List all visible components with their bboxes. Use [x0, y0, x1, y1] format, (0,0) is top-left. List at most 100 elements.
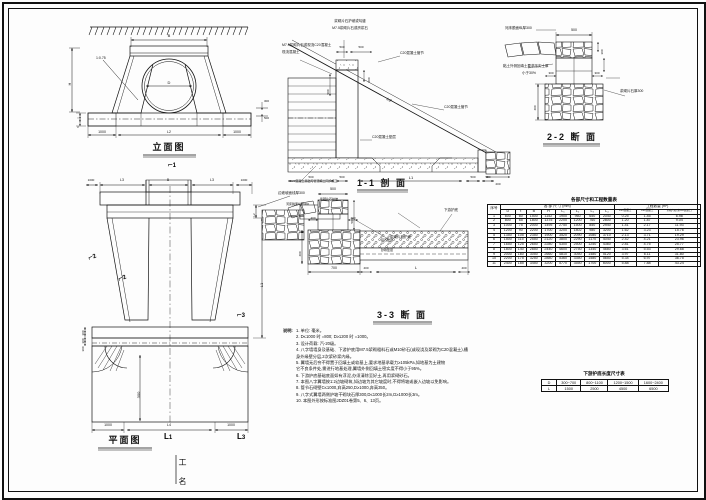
elevation-dim-h-small: h — [76, 126, 80, 128]
len-cell: 6500 — [637, 385, 670, 393]
plan-dim-1000-topleft: 1000 — [87, 178, 95, 182]
plan-dim-bottom-1000l: 1000 — [104, 423, 112, 427]
len-cell: 2500 — [580, 385, 609, 393]
note-item-1: 1. 单位: 毫米。 — [296, 328, 324, 333]
qty-col-index: 序号 — [487, 204, 501, 215]
sec33-dim-500: 500 — [330, 187, 336, 191]
plan-dim-l3-left: L3 — [120, 178, 124, 182]
plan-dim-300a: 300 — [81, 330, 85, 336]
sec11-note-1: 浆砌片石护坡或勾缝 — [334, 19, 366, 23]
sec11-note-3: C20混凝土管节 — [400, 51, 424, 55]
elevation-view-title: 立面图 — [152, 142, 186, 152]
notes-heading: 说明: — [283, 328, 293, 333]
qty-cell: 3200 — [540, 261, 557, 267]
sec11-dim-l1: L1 — [408, 175, 414, 180]
sec33-note-2: 下游护底 — [444, 208, 458, 212]
qty-cell: 7.88 — [635, 261, 659, 267]
elevation-dim-h: H — [67, 82, 72, 86]
elevation-dim-right-1000: 1000 — [233, 130, 241, 134]
qty-cell: 2400 — [500, 261, 516, 267]
notes-block: 说明: 1. 单位: 毫米。 2. D≤1000 时 =800; D≥1200 … — [283, 328, 482, 405]
elevation-dim-t: t — [76, 117, 80, 119]
sec11-dim-v1: 500 — [326, 89, 330, 95]
note-item-7: 7. 本图八字翼墙按1:2边坡砌筑,如边坡为其它坡度时,不得将坡或嵌入边坡以免影… — [296, 379, 452, 384]
plan-dim-l3-right: L3 — [210, 178, 214, 182]
sec33-dim-400c: 400 — [298, 251, 302, 257]
title-block-text: 工 名 — [178, 458, 187, 486]
sec11-dim-200: 200 — [495, 182, 501, 186]
elevation-dim-l2: L2 — [167, 130, 171, 134]
sec11-note-6: C20混凝土垫层 — [372, 135, 396, 139]
plan-dim-l-apron: 300 — [136, 391, 141, 399]
note-item-10: 10. 本图外形按标准图JDZ01卷第5、6、13页。 — [296, 398, 384, 404]
plan-dim-300b: 300 — [81, 338, 85, 344]
sec33-title: 3-3 断 面 — [376, 310, 428, 320]
sec11-note-4: C20混凝土管节 — [444, 105, 468, 109]
qty-cell: 6000 — [599, 261, 615, 267]
sec22-dim-300c: 300 — [600, 49, 604, 55]
sec11-note-5: M7.5浆砌片石或现浇C20混凝土 — [282, 43, 332, 47]
qty-cell: 43.24 — [657, 261, 702, 267]
sec22-note-1: 河床脱面纵厚300 — [505, 26, 532, 30]
elevation-dim-300: 300 — [264, 99, 270, 103]
section-mark-3a: ⌐3 — [237, 310, 246, 319]
plan-dim-b: B — [166, 178, 170, 182]
elevation-dim-d: D — [167, 80, 171, 85]
plan-dim-l1: L1 — [259, 282, 264, 288]
sec11-note-7: C20混凝土基础与管顶填土同步施工 — [290, 179, 338, 183]
plan-dim-300c: 300 — [81, 346, 85, 352]
elevation-dim-500: 500 — [264, 116, 270, 120]
sec22-dim-500: 500 — [571, 28, 577, 32]
qty-cell-index: 11 — [487, 261, 501, 267]
elevation-dim-left-1000: 1000 — [98, 130, 106, 134]
qty-cell: 3450 — [525, 261, 542, 267]
elevation-slope-label: 1:0.75 — [96, 56, 106, 60]
sec11-dim-v2: 500 — [367, 77, 371, 83]
sec33-dim-l: L — [414, 265, 418, 270]
sec11-dim-500f: 500 — [485, 175, 491, 179]
sec33-note-3: 碎石垫层 — [381, 238, 394, 242]
sec22-dim-300b: 300 — [594, 71, 600, 75]
qty-cell: 5770 — [555, 261, 571, 267]
sec22-dim-400: 400 — [533, 105, 537, 111]
qty-cell: 5.88 — [613, 261, 637, 267]
note-item-6: 6. 下游护底基础底面如有浮泥,办须清除至好土,再用浆砌砂石。 — [296, 372, 412, 378]
sec11-dim-500a: 500 — [339, 45, 345, 49]
sec33-dim-s2: 400 — [350, 216, 356, 220]
note-item-5: 5. 翼墙无后夯不得置于回填土或软基上,要求地基承载力≥105kPa,如地基为土… — [296, 359, 446, 365]
section-mark-1-plan: L1 — [164, 432, 173, 441]
qty-table-title: 各部尺寸和工程数量表 — [571, 197, 617, 202]
sec11-dim-500c: 500 — [308, 175, 314, 179]
sec11-dim-500b: 500 — [358, 45, 364, 49]
qty-cell: 185 — [514, 261, 527, 267]
sec11-dim-500d: 500 — [339, 175, 345, 179]
elevation-dim-b: B — [167, 33, 171, 38]
sec11-dim-500e: 500 — [470, 175, 476, 179]
sec11-note-2: M7.5浆砌片石或挤浆石 — [332, 26, 368, 30]
qty-cell: 1700 — [584, 261, 601, 267]
note-item-8: 8. 管节石砌壁C≤1000,弃高250,D≥1000,弃高350。 — [296, 385, 390, 391]
sec22-title: 2-2 断 面 — [546, 132, 598, 142]
plan-dim-l2: L2 — [252, 213, 256, 217]
sec33-dim-700: 700 — [331, 266, 337, 270]
sec22-note-2: 黏土外侧回填土要求压实土厚 — [503, 64, 549, 68]
plan-detail-note: 浆砌片石护坡 — [320, 197, 339, 201]
note-item-4: 4. 八字墙墙身及基础、下游护底用M7.5浆砌粗料石或M10砂石(或现浇及浆砌为… — [296, 347, 468, 353]
sec33-dim-s1: 400 — [310, 216, 316, 220]
note-item-5b: 它不良条件处,需进行地基处理,翼墙外侧回填土密实度不得小于95%。 — [296, 366, 424, 372]
plan-dim-bottom-1000r: 1000 — [227, 423, 235, 427]
sec33-note-bed: 河床脱面纵厚300 — [286, 202, 310, 206]
sec33-dim-400b: 400 — [461, 266, 467, 270]
sec22-note-3: 浆砌片石厚300 — [620, 89, 644, 93]
plan-dim-1000-top: 1000 — [240, 178, 248, 182]
